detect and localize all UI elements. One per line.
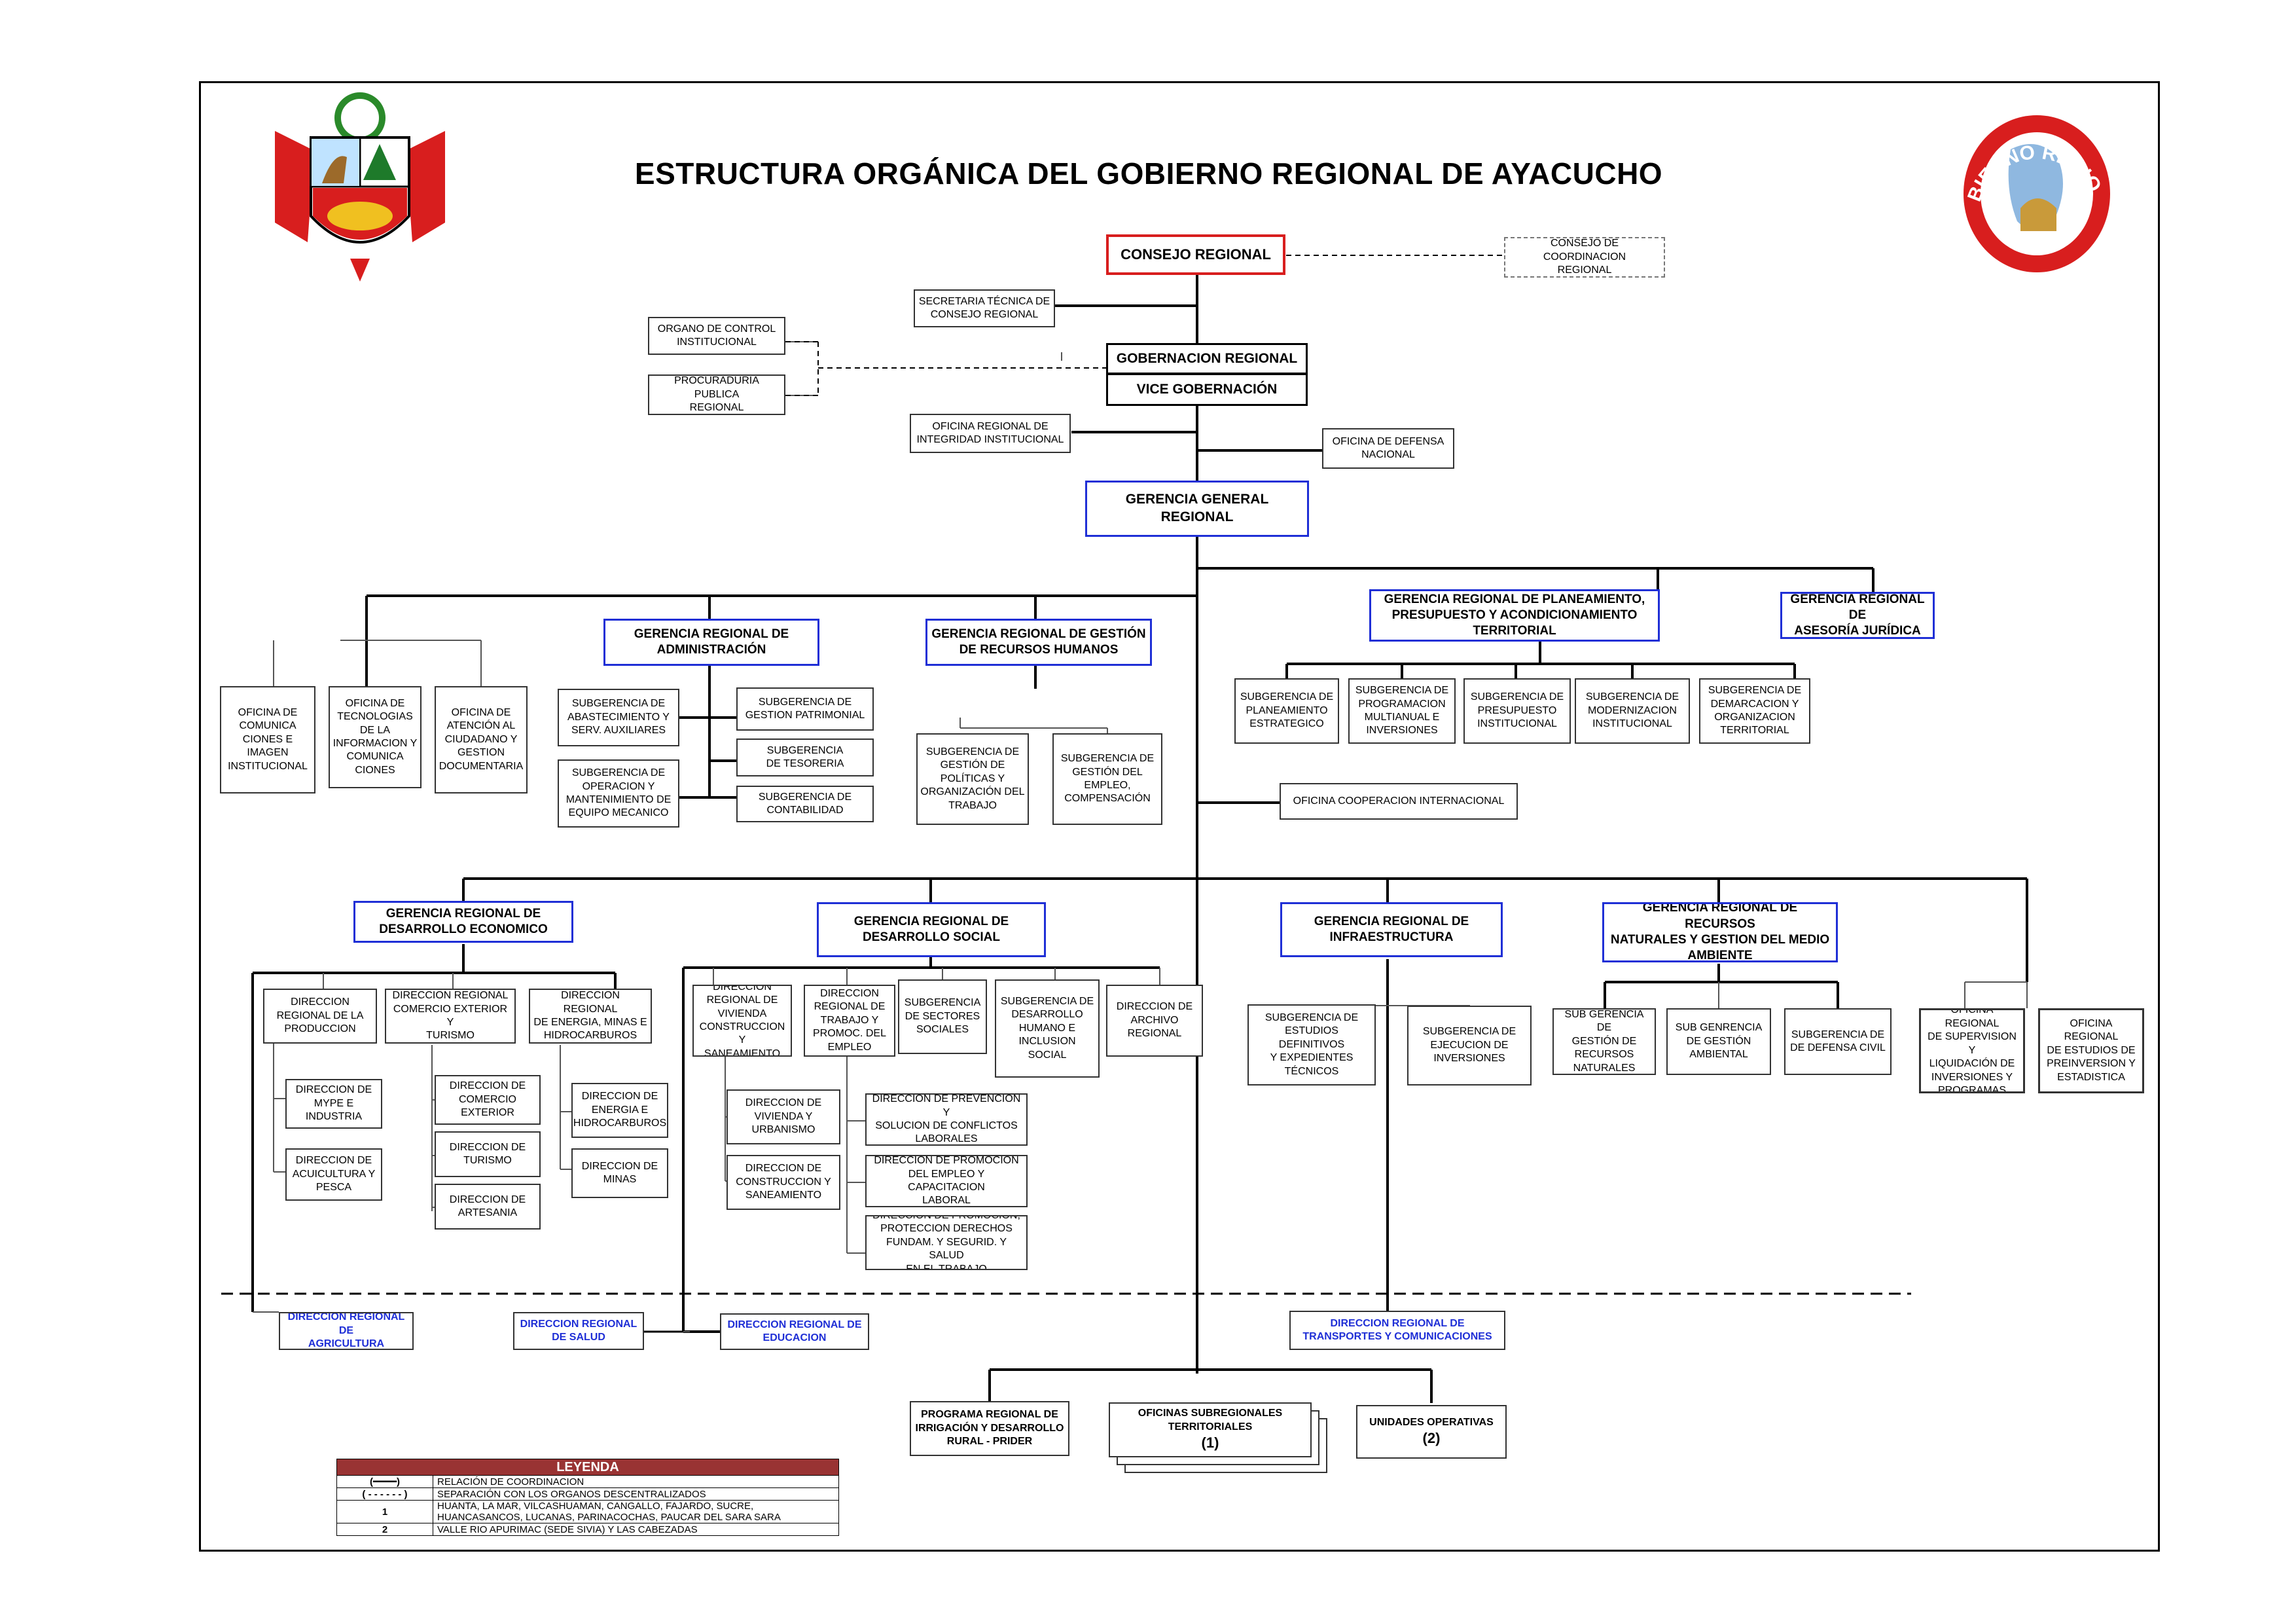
oficina-supervision-box[interactable]: OFICINA REGIONAL DE SUPERVISION Y LIQUID…	[1919, 1008, 2025, 1093]
subgerencia-politicas-box[interactable]: SUBGERENCIA DE GESTIÓN DE POLÍTICAS Y OR…	[916, 733, 1029, 825]
oficina-tecnologias-box[interactable]: OFICINA DE TECNOLOGIAS DE LA INFORMACION…	[329, 686, 422, 788]
gobierno-regional-seal-icon: GOBIERNO REGIONAL AYACUCHO	[1958, 110, 2110, 272]
secretaria-tecnica-box[interactable]: SECRETARIA TÉCNICA DE CONSEJO REGIONAL	[914, 289, 1055, 327]
legend-key: (━━━━)	[336, 1475, 433, 1488]
oficinas-subregionales-box[interactable]: OFICINAS SUBREGIONALES TERRITORIALES (1)	[1109, 1402, 1312, 1457]
direccion-construccion-box[interactable]: DIRECCION DE CONSTRUCCION Y SANEAMIENTO	[726, 1155, 840, 1210]
defensa-nacional-box[interactable]: OFICINA DE DEFENSA NACIONAL	[1322, 428, 1454, 469]
integridad-institucional-box[interactable]: OFICINA REGIONAL DE INTEGRIDAD INSTITUCI…	[910, 414, 1071, 453]
procuraduria-box[interactable]: PROCURADURIA PUBLICA REGIONAL	[648, 374, 785, 415]
subgerencia-empleo-box[interactable]: SUBGERENCIA DE GESTIÓN DEL EMPLEO, COMPE…	[1052, 733, 1162, 825]
direccion-vivienda-regional-box[interactable]: DIRECCION REGIONAL DE VIVIENDA CONSTRUCC…	[692, 985, 792, 1057]
unidades-operativas-box[interactable]: UNIDADES OPERATIVAS (2)	[1356, 1405, 1507, 1459]
subgerencia-ejecucion-box[interactable]: SUBGERENCIA DE EJECUCION DE INVERSIONES	[1407, 1006, 1532, 1085]
subgerencia-operacion-box[interactable]: SUBGERENCIA DE OPERACION Y MANTENIMIENTO…	[558, 759, 679, 828]
direccion-energia-box[interactable]: DIRECCION REGIONAL DE ENERGIA, MINAS E H…	[529, 989, 652, 1044]
gerencia-rrhh-box[interactable]: GERENCIA REGIONAL DE GESTIÓN DE RECURSOS…	[925, 619, 1152, 666]
direccion-agricultura-box[interactable]: DIRECCION REGIONAL DE AGRICULTURA	[279, 1312, 414, 1350]
direccion-artesania-box[interactable]: DIRECCION DE ARTESANIA	[435, 1184, 541, 1230]
legend-row: 1 HUANTA, LA MAR, VILCASHUAMAN, CANGALLO…	[336, 1500, 839, 1523]
subgerencia-patrimonial-box[interactable]: SUBGERENCIA DE GESTION PATRIMONIAL	[736, 687, 874, 731]
legend-value: RELACIÓN DE COORDINACION	[433, 1475, 839, 1488]
subgerencia-abastecimiento-box[interactable]: SUBGERENCIA DE ABASTECIMIENTO Y SERV. AU…	[558, 689, 679, 746]
legend-header: LEYENDA	[336, 1459, 839, 1476]
direccion-minas-box[interactable]: DIRECCION DE MINAS	[571, 1148, 668, 1198]
oficina-cooperacion-box[interactable]: OFICINA COOPERACION INTERNACIONAL	[1280, 783, 1518, 820]
subgerencia-modernizacion-box[interactable]: SUBGERENCIA DE MODERNIZACION INSTITUCION…	[1575, 678, 1690, 744]
subgerencia-sectores-box[interactable]: SUBGERENCIA DE SECTORES SOCIALES	[898, 979, 987, 1054]
direccion-acuicultura-box[interactable]: DIRECCION DE ACUICULTURA Y PESCA	[285, 1148, 382, 1201]
legend-key: ( - - - - - - )	[336, 1487, 433, 1501]
oficinas-subregionales-label: OFICINAS SUBREGIONALES TERRITORIALES	[1138, 1408, 1283, 1432]
direccion-comercio-turismo-box[interactable]: DIRECCION REGIONAL COMERCIO EXTERIOR Y T…	[385, 989, 516, 1044]
legend-key: 1	[336, 1500, 433, 1523]
direccion-produccion-box[interactable]: DIRECCION REGIONAL DE LA PRODUCCION	[263, 989, 377, 1044]
subgerencia-tesoreria-box[interactable]: SUBGERENCIA DE TESORERIA	[736, 739, 874, 776]
direccion-comercio-exterior-box[interactable]: DIRECCION DE COMERCIO EXTERIOR	[435, 1075, 541, 1125]
gerencia-economico-box[interactable]: GERENCIA REGIONAL DE DESARROLLO ECONOMIC…	[353, 901, 573, 943]
legend-value: HUANTA, LA MAR, VILCASHUAMAN, CANGALLO, …	[433, 1500, 839, 1523]
direccion-vivienda-box[interactable]: DIRECCION DE VIVIENDA Y URBANISMO	[726, 1089, 840, 1144]
legend-row: 2 VALLE RIO APURIMAC (SEDE SIVIA) Y LAS …	[336, 1523, 839, 1536]
legend-row: (━━━━) RELACIÓN DE COORDINACION	[336, 1475, 839, 1488]
legend-value: VALLE RIO APURIMAC (SEDE SIVIA) Y LAS CA…	[433, 1523, 839, 1536]
gerencia-recursos-naturales-box[interactable]: GERENCIA REGIONAL DE RECURSOS NATURALES …	[1602, 902, 1838, 962]
subgerencia-recursos-box[interactable]: SUB GERENCIA DE GESTIÓN DE RECURSOS NATU…	[1552, 1008, 1656, 1075]
gerencia-infraestructura-box[interactable]: GERENCIA REGIONAL DE INFRAESTRUCTURA	[1280, 902, 1503, 957]
legend-value: SEPARACIÓN CON LOS ORGANOS DESCENTRALIZA…	[433, 1487, 839, 1501]
direccion-promocion-empleo-box[interactable]: DIRECCION DE PROMOCION DEL EMPLEO Y CAPA…	[865, 1155, 1028, 1207]
direccion-archivo-box[interactable]: DIRECCION DE ARCHIVO REGIONAL	[1106, 985, 1203, 1057]
gerencia-asesoria-box[interactable]: GERENCIA REGIONAL DE ASESORÍA JURÍDICA	[1780, 592, 1935, 639]
subgerencia-planeamiento-box[interactable]: SUBGERENCIA DE PLANEAMIENTO ESTRATEGICO	[1234, 678, 1339, 744]
peru-coat-of-arms-icon	[275, 92, 445, 282]
direccion-educacion-box[interactable]: DIRECCION REGIONAL DE EDUCACION	[720, 1313, 869, 1350]
consejo-regional-box[interactable]: CONSEJO REGIONAL	[1106, 234, 1285, 275]
gobernacion-regional-box[interactable]: GOBERNACION REGIONAL	[1106, 343, 1308, 374]
page-title: ESTRUCTURA ORGÁNICA DEL GOBIERNO REGIONA…	[634, 156, 1663, 191]
subgerencia-programacion-box[interactable]: SUBGERENCIA DE PROGRAMACION MULTIANUAL E…	[1348, 678, 1456, 744]
direccion-prevencion-box[interactable]: DIRECCION DE PREVENCION Y SOLUCION DE CO…	[865, 1093, 1028, 1146]
direccion-mype-box[interactable]: DIRECCION DE MYPE E INDUSTRIA	[285, 1079, 382, 1129]
subgerencia-contabilidad-box[interactable]: SUBGERENCIA DE CONTABILIDAD	[736, 786, 874, 822]
direccion-turismo-box[interactable]: DIRECCION DE TURISMO	[435, 1131, 541, 1177]
direccion-energia-hidrocarburos-box[interactable]: DIRECCION DE ENERGIA E HIDROCARBUROS	[571, 1083, 668, 1138]
unidades-operativas-label: UNIDADES OPERATIVAS	[1369, 1416, 1494, 1428]
subgerencia-ambiental-box[interactable]: SUB GENRENCIA DE GESTIÓN AMBIENTAL	[1666, 1008, 1771, 1075]
consejo-coordinacion-box[interactable]: CONSEJO DE COORDINACION REGIONAL	[1504, 237, 1665, 278]
unidades-operativas-number: (2)	[1422, 1430, 1441, 1447]
legend-key: 2	[336, 1523, 433, 1536]
oficina-comunicaciones-box[interactable]: OFICINA DE COMUNICA CIONES E IMAGEN INST…	[220, 686, 315, 793]
oficinas-subregionales-number: (1)	[1201, 1434, 1219, 1451]
subgerencia-presupuesto-box[interactable]: SUBGERENCIA DE PRESUPUESTO INSTITUCIONAL	[1463, 678, 1571, 744]
direccion-salud-box[interactable]: DIRECCION REGIONAL DE SALUD	[513, 1312, 644, 1350]
oficina-atencion-box[interactable]: OFICINA DE ATENCIÓN AL CIUDADANO Y GESTI…	[435, 686, 528, 793]
gerencia-social-box[interactable]: GERENCIA REGIONAL DE DESARROLLO SOCIAL	[817, 902, 1046, 957]
gerencia-planeamiento-box[interactable]: GERENCIA REGIONAL DE PLANEAMIENTO, PRESU…	[1369, 589, 1660, 642]
vice-gobernacion-box[interactable]: VICE GOBERNACIÓN	[1106, 373, 1308, 406]
subgerencia-estudios-box[interactable]: SUBGERENCIA DE ESTUDIOS DEFINITIVOS Y EX…	[1247, 1004, 1376, 1085]
gerencia-general-box[interactable]: GERENCIA GENERAL REGIONAL	[1085, 481, 1309, 537]
legend-row: ( - - - - - - ) SEPARACIÓN CON LOS ORGAN…	[336, 1487, 839, 1501]
subgerencia-defensa-civil-box[interactable]: SUBGERENCIA DE DE DEFENSA CIVIL	[1784, 1008, 1892, 1075]
oficina-preinversion-box[interactable]: OFICINA REGIONAL DE ESTUDIOS DE PREINVER…	[2038, 1008, 2144, 1093]
direccion-trabajo-box[interactable]: DIRECCION REGIONAL DE TRABAJO Y PROMOC. …	[804, 985, 895, 1057]
direccion-promocion-derechos-box[interactable]: DIRECCION DE PROMOCION, PROTECCION DEREC…	[865, 1215, 1028, 1270]
page-frame	[199, 81, 2160, 1552]
subgerencia-demarcacion-box[interactable]: SUBGERENCIA DE DEMARCACION Y ORGANIZACIO…	[1699, 678, 1810, 744]
direccion-transportes-box[interactable]: DIRECCION REGIONAL DE TRANSPORTES Y COMU…	[1289, 1311, 1505, 1350]
gerencia-administracion-box[interactable]: GERENCIA REGIONAL DE ADMINISTRACIÓN	[603, 619, 819, 666]
programa-prider-box[interactable]: PROGRAMA REGIONAL DE IRRIGACIÓN Y DESARR…	[910, 1401, 1069, 1456]
organo-control-box[interactable]: ORGANO DE CONTROL INSTITUCIONAL	[648, 317, 785, 355]
subgerencia-humano-box[interactable]: SUBGERENCIA DE DESARROLLO HUMANO E INCLU…	[995, 979, 1100, 1078]
legend-table: LEYENDA (━━━━) RELACIÓN DE COORDINACION …	[336, 1459, 839, 1536]
